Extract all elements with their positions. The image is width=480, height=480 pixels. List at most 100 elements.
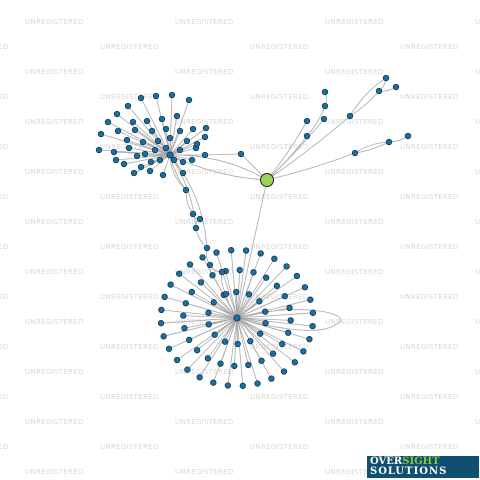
cluster-edge bbox=[115, 154, 171, 161]
leaf-node bbox=[179, 158, 187, 166]
leaf-node bbox=[258, 357, 265, 364]
leaf-node bbox=[236, 266, 243, 274]
leaf-node bbox=[129, 118, 137, 126]
logo-text-solutions: SOLUTIONS bbox=[370, 466, 448, 477]
cluster-edge bbox=[178, 273, 238, 319]
watermark-text: UNREGISTERED bbox=[100, 393, 159, 401]
watermark-text: UNREGISTERED bbox=[0, 443, 9, 451]
leaf-node bbox=[193, 347, 201, 354]
leaf-node bbox=[148, 127, 156, 135]
watermark-text: UNREGISTERED bbox=[25, 168, 84, 176]
watermark-text: UNREGISTERED bbox=[400, 443, 459, 451]
leaf-node bbox=[112, 156, 120, 164]
node-layer bbox=[95, 74, 412, 389]
cluster-edge bbox=[236, 294, 250, 319]
leaf-node bbox=[196, 374, 203, 381]
leaf-node bbox=[285, 329, 292, 336]
watermark-text: UNREGISTERED bbox=[25, 218, 84, 226]
branch-node bbox=[404, 132, 412, 140]
cluster-edge bbox=[236, 253, 262, 319]
watermark-text: UNREGISTERED bbox=[475, 168, 480, 176]
watermark-text: UNREGISTERED bbox=[0, 43, 9, 51]
cluster-edge bbox=[207, 317, 238, 359]
watermark-text: UNREGISTERED bbox=[175, 18, 234, 26]
cluster-edge bbox=[161, 309, 238, 319]
logo-text-sight: SIGHT bbox=[402, 456, 440, 467]
branch-edge bbox=[354, 141, 390, 154]
cluster-edge bbox=[236, 286, 306, 319]
bridge-node bbox=[218, 268, 226, 276]
watermark-text: UNREGISTERED bbox=[175, 218, 234, 226]
bridge-node bbox=[192, 224, 200, 232]
leaf-node bbox=[143, 117, 151, 125]
watermark-text: UNREGISTERED bbox=[325, 218, 384, 226]
cluster-edge bbox=[236, 317, 304, 352]
watermark-text: UNREGISTERED bbox=[250, 143, 309, 151]
watermark-text: UNREGISTERED bbox=[325, 268, 384, 276]
leaf-node bbox=[286, 304, 293, 312]
branch-edge bbox=[266, 118, 325, 181]
watermark-text: UNREGISTERED bbox=[250, 443, 309, 451]
watermark-text: UNREGISTERED bbox=[100, 443, 159, 451]
leaf-node bbox=[156, 156, 164, 164]
watermark-text: UNREGISTERED bbox=[400, 243, 459, 251]
leaf-node bbox=[147, 158, 155, 166]
leaf-node bbox=[239, 382, 246, 389]
watermark-text: UNREGISTERED bbox=[100, 343, 159, 351]
leaf-node bbox=[180, 312, 187, 319]
branch-node bbox=[346, 112, 354, 120]
leaf-node bbox=[189, 125, 197, 133]
leaf-node bbox=[97, 130, 105, 138]
hub-edge bbox=[204, 153, 242, 156]
leaf-node bbox=[213, 249, 220, 256]
leaf-node bbox=[262, 308, 269, 315]
leaf-node bbox=[165, 345, 173, 352]
branch-edge bbox=[349, 90, 380, 117]
branch-edge bbox=[354, 141, 390, 154]
watermark-text: UNREGISTERED bbox=[0, 343, 9, 351]
bridge-node bbox=[182, 186, 190, 194]
watermark-text: UNREGISTERED bbox=[25, 468, 84, 476]
leaf-node bbox=[199, 254, 206, 261]
leaf-node bbox=[263, 274, 270, 281]
watermark-text: UNREGISTERED bbox=[175, 168, 234, 176]
cluster-edge bbox=[236, 258, 275, 319]
leaf-node bbox=[184, 366, 191, 373]
oversight-solutions-logo: OVERSIGHT SOLUTIONS bbox=[367, 456, 479, 478]
leaf-node bbox=[262, 320, 269, 327]
branch-edge bbox=[266, 152, 356, 181]
leaf-node bbox=[281, 292, 288, 300]
watermark-text: UNREGISTERED bbox=[100, 243, 159, 251]
leaf-node bbox=[257, 330, 264, 337]
branch-node bbox=[392, 83, 400, 91]
leaf-node bbox=[224, 382, 232, 389]
watermark-text: UNREGISTERED bbox=[325, 318, 384, 326]
watermark-text: UNREGISTERED bbox=[25, 118, 84, 126]
leaf-node bbox=[188, 288, 195, 296]
leaf-node bbox=[183, 137, 191, 145]
leaf-node bbox=[154, 137, 162, 145]
leaf-node bbox=[279, 340, 286, 348]
watermark-text: UNREGISTERED bbox=[400, 393, 459, 401]
cluster-center-node bbox=[233, 314, 241, 322]
cluster-edge bbox=[236, 317, 285, 372]
cluster-edge bbox=[236, 312, 313, 319]
watermark-text: UNREGISTERED bbox=[250, 343, 309, 351]
bridge-node bbox=[222, 290, 230, 298]
watermark-text: UNREGISTERED bbox=[475, 218, 480, 226]
cluster-edge bbox=[236, 317, 291, 321]
watermark-text: UNREGISTERED bbox=[25, 68, 84, 76]
watermark-text: UNREGISTERED bbox=[325, 368, 384, 376]
leaf-node bbox=[300, 348, 307, 355]
cluster-edge bbox=[183, 315, 238, 319]
leaf-node bbox=[131, 126, 139, 134]
cluster-edge bbox=[230, 250, 238, 319]
cluster-edge bbox=[236, 317, 272, 379]
cluster-edge bbox=[187, 317, 238, 370]
cluster-edge bbox=[189, 264, 238, 319]
cluster-edge bbox=[200, 282, 238, 319]
leaf-node bbox=[133, 152, 141, 160]
leaf-node bbox=[113, 110, 121, 118]
branch-node bbox=[321, 88, 329, 96]
cluster-edge bbox=[107, 121, 171, 156]
